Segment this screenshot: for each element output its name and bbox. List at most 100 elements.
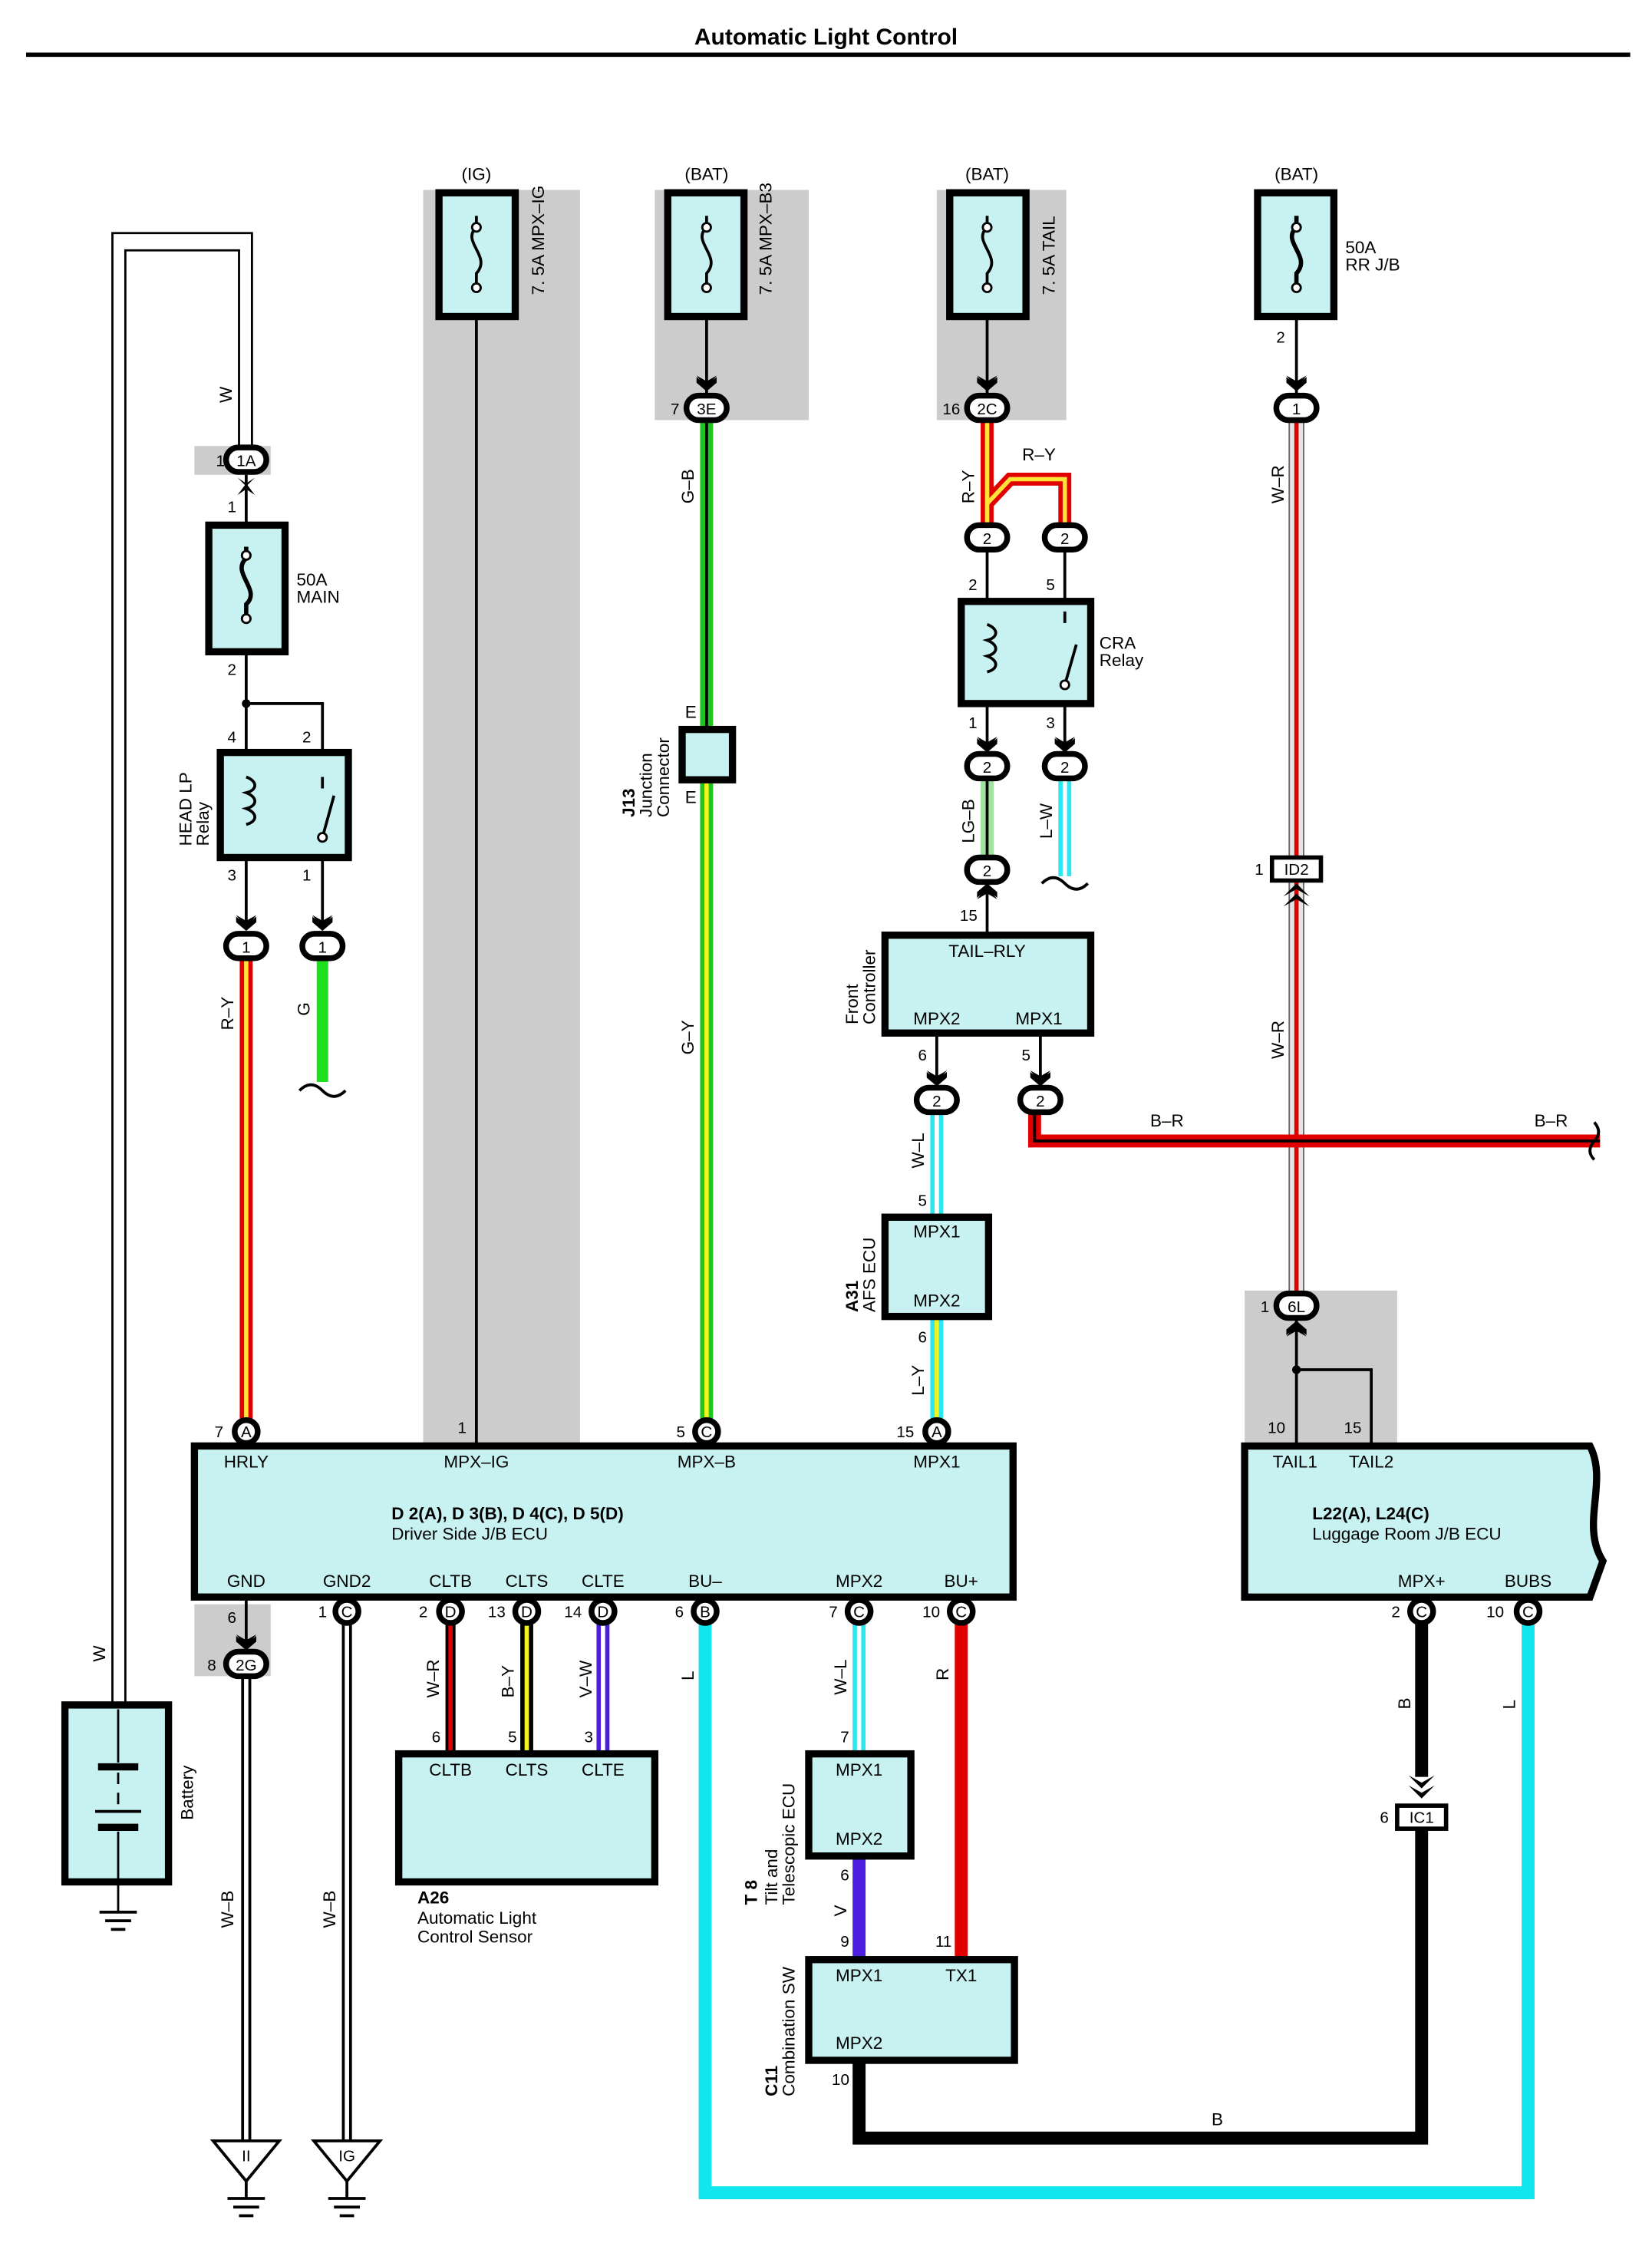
term-bu-plus (947, 1597, 976, 1626)
junction-dot (1292, 1365, 1301, 1374)
battery-label: Battery (178, 1765, 197, 1820)
mpxig-shade (423, 190, 580, 1448)
term-mpxb-code: C (701, 1423, 712, 1441)
term-bu-minus-label: BU– (688, 1572, 722, 1591)
pin-number: 13 (488, 1604, 506, 1621)
conn-3e-label: 3E (697, 401, 716, 418)
pin-number: 1 (302, 867, 311, 885)
wire-relay-sw (246, 702, 325, 753)
front-controller-label: Controller (859, 949, 879, 1024)
conn-headlp-1 (299, 931, 346, 961)
labels: (IG) (BAT) (BAT) (BAT) 7. 5A MPX–IG 7. 5… (90, 164, 1568, 2165)
term-clte-code: D (597, 1604, 608, 1621)
pin-number: 3 (1046, 714, 1054, 732)
wire-label: B (1212, 2109, 1223, 2129)
conn-3e (683, 392, 730, 424)
arrow-down-icon (1054, 737, 1075, 753)
wire-label: W–R (1268, 1021, 1288, 1059)
arrow-down-icon (236, 1634, 256, 1651)
driver-jb-ecu-box (190, 1442, 1017, 1601)
sensor-name: Automatic Light (417, 1908, 537, 1928)
conn-6l (1273, 1290, 1320, 1321)
pin-number: 6 (228, 1609, 236, 1627)
pin-number: 2 (228, 661, 236, 678)
wire-label: W–L (908, 1133, 928, 1168)
headlp-relay (216, 699, 352, 862)
j13-code: J13 (619, 788, 638, 817)
driver-jb-name: Driver Side J/B ECU (391, 1524, 548, 1543)
term-tail2-label: TAIL2 (1349, 1453, 1393, 1472)
term-hrly (232, 1417, 261, 1446)
wire-label: B–R (1535, 1111, 1568, 1130)
j13-name: Connector (654, 737, 673, 817)
pin-number: 15 (1344, 1420, 1362, 1437)
afs-mpx2: MPX2 (913, 1291, 960, 1311)
oval-pin: 1 (1292, 401, 1301, 418)
luggage-jb-ecu-box (1241, 1442, 1607, 1601)
wire-w-inner (124, 249, 240, 1705)
wire-label: G (294, 1002, 313, 1016)
driver-jb-code: D 2(A), D 3(B), D 4(C), D 5(D) (391, 1504, 624, 1523)
fuse-mpxig-label: 7. 5A MPX–IG (529, 186, 548, 295)
wire-tail2 (1296, 1368, 1373, 1446)
pin-number: 4 (228, 729, 236, 747)
fuse-main-label: MAIN (297, 588, 340, 607)
wire-l-loop (698, 1623, 1535, 2199)
conn-fc-6 (913, 1084, 960, 1116)
pin-number: 10 (1486, 1604, 1504, 1621)
oval-pin: 2 (1060, 759, 1069, 777)
ground-ii-label: II (242, 2147, 250, 2165)
afs-code: A31 (842, 1281, 862, 1312)
conn-cra-out1 (964, 750, 1011, 782)
pin-number: 15 (960, 907, 978, 925)
conn-fc-5 (1017, 1084, 1063, 1116)
tilt-mpx2: MPX2 (836, 1829, 882, 1849)
sensor-box (394, 1750, 659, 1886)
term-bu-minus (691, 1597, 720, 1626)
conn-headlp-3 (223, 931, 269, 961)
term-mpx1 (922, 1417, 951, 1446)
term-gnd2-code: C (341, 1604, 353, 1621)
term-mpx1-code: A (932, 1423, 942, 1441)
arrow-down-icon (312, 915, 333, 932)
ground-ii-icon (209, 2139, 282, 2218)
pin-number: 14 (564, 1604, 582, 1621)
pin-number: 15 (896, 1423, 914, 1441)
pin-number: 2 (968, 576, 977, 594)
pin-number: 6 (918, 1328, 927, 1346)
wire-label: W–R (424, 1660, 443, 1698)
circle-terminals (232, 1417, 1543, 1626)
pin-number: 8 (207, 1657, 216, 1674)
term-mpxplus-code: C (1416, 1604, 1427, 1621)
lugg-jb-code: L22(A), L24(C) (1312, 1504, 1429, 1523)
oval-pin: 2 (1036, 1093, 1044, 1110)
afs-mpx1: MPX1 (913, 1222, 960, 1242)
pin-number: 2 (1276, 328, 1284, 346)
wire-label: W–R (1268, 465, 1288, 503)
pin-number: 10 (1268, 1420, 1285, 1437)
battery (61, 1701, 173, 1911)
conn-cra-in2 (964, 522, 1011, 552)
conn-1a-label: 1A (236, 453, 256, 470)
front-controller-label: Front (842, 984, 862, 1024)
cra-relay-label: Relay (1100, 651, 1144, 670)
fuse-rrjb-label: 50A (1345, 238, 1376, 257)
pin-number: 7 (215, 1423, 223, 1441)
oval-pin: 2 (932, 1093, 941, 1110)
arrow-down-icon (236, 915, 256, 932)
j13-name: Junction (637, 753, 656, 817)
pin-number: 1 (216, 453, 225, 470)
term-mpx-plus (1407, 1597, 1436, 1626)
term-bu-minus-code: B (700, 1604, 711, 1621)
term-clte-label: CLTE (582, 1572, 625, 1591)
arrow-down-icon (1030, 1070, 1050, 1087)
wire-label: L–Y (908, 1365, 928, 1396)
pin-number: 6 (840, 1867, 849, 1885)
arrow-down-icon (696, 375, 717, 391)
pin-number: 2 (419, 1604, 427, 1621)
ground-ig-label: IG (338, 2147, 355, 2165)
junction-connector (678, 725, 737, 783)
term-cltb-code: D (445, 1604, 457, 1621)
tilt-mpx1: MPX1 (836, 1760, 882, 1779)
conn-1a (223, 444, 269, 475)
